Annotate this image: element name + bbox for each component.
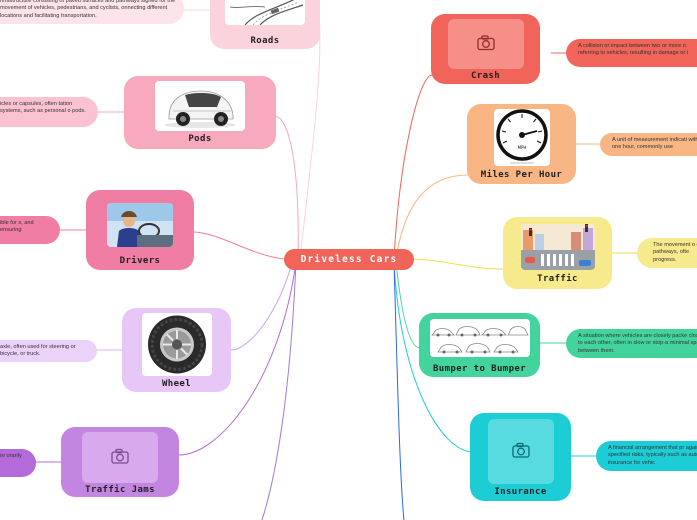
central-topic[interactable]: Driveless Cars — [284, 249, 414, 270]
pods-label: Pods — [188, 134, 212, 144]
speedometer-unit: MPH — [517, 145, 526, 150]
link-traffic — [403, 258, 506, 270]
link-insurance — [393, 261, 473, 453]
crash-label: Crash — [470, 71, 501, 81]
traffic-jams-placeholder — [82, 432, 158, 483]
wheel-image — [141, 313, 212, 376]
tire-icon — [147, 315, 206, 374]
mph-label: Miles Per Hour — [480, 170, 563, 180]
roads-description: nfrastructure consisting of paved surfac… — [0, 0, 184, 24]
roads-node[interactable]: Roads — [210, 0, 320, 49]
camera-icon — [111, 448, 129, 464]
link-drivers — [193, 231, 285, 260]
roads-label: Roads — [250, 36, 280, 46]
traffic-label: Traffic — [537, 274, 578, 284]
cars-sketch-icon — [429, 319, 530, 357]
wheel-description: axle, often used for steering or bicycle… — [0, 340, 97, 362]
traffic-jams-description: re orarily — [0, 449, 36, 477]
link-mph — [395, 174, 469, 260]
insurance-description: A financial arrangement that pr against … — [596, 441, 697, 471]
roads-image — [225, 0, 305, 25]
wheel-node[interactable]: Wheel — [122, 308, 231, 392]
mph-node[interactable]: MPH Miles Per Hour — [467, 104, 576, 184]
wheel-label: Wheel — [161, 379, 192, 389]
camera-icon — [511, 442, 530, 458]
insurance-placeholder — [487, 419, 554, 484]
drivers-description: ible for s, and ensuring — [0, 216, 60, 244]
insurance-label: Insurance — [494, 487, 547, 497]
traffic-description: The movement o or pathways, ofte progres… — [637, 238, 697, 268]
crash-placeholder — [447, 19, 524, 69]
crash-node[interactable]: Crash — [431, 14, 540, 84]
link-pods — [274, 115, 299, 260]
crash-description: A collision or impact between two or mor… — [566, 39, 697, 67]
drivers-image — [107, 203, 173, 247]
link-traffic-jams — [178, 261, 297, 456]
traffic-jams-node[interactable]: Traffic Jams — [61, 427, 179, 497]
bumper-description: A situation where vehicles are closely p… — [566, 329, 697, 358]
insurance-node[interactable]: Insurance — [470, 413, 571, 501]
mph-description: A unit of measurement indicati within on… — [600, 133, 697, 156]
city-traffic-icon — [520, 224, 595, 270]
traffic-node[interactable]: Traffic — [503, 217, 612, 289]
drivers-node[interactable]: Drivers — [86, 190, 194, 270]
link-bottom-left — [261, 261, 297, 520]
link-crash — [393, 74, 433, 260]
bumper-label: Bumper to Bumper — [432, 364, 527, 374]
link-bottom-right — [393, 261, 405, 520]
driver-photo-icon — [107, 203, 173, 247]
link-wheel — [230, 261, 293, 351]
link-bumper — [395, 261, 421, 349]
pod-vehicle-icon — [164, 90, 236, 128]
traffic-jams-label: Traffic Jams — [85, 485, 155, 495]
pods-image — [155, 81, 245, 131]
mph-image: MPH — [493, 109, 550, 166]
camera-icon — [476, 35, 495, 51]
bumper-node[interactable]: Bumper to Bumper — [419, 313, 540, 377]
road-drawing-icon — [229, 0, 304, 25]
bumper-image — [429, 319, 530, 357]
pods-description: icles or capsules, often tation systems,… — [0, 97, 98, 127]
drivers-label: Drivers — [119, 256, 161, 266]
traffic-image — [520, 224, 595, 270]
speedometer-icon: MPH — [495, 109, 548, 164]
pods-node[interactable]: Pods — [124, 76, 276, 149]
